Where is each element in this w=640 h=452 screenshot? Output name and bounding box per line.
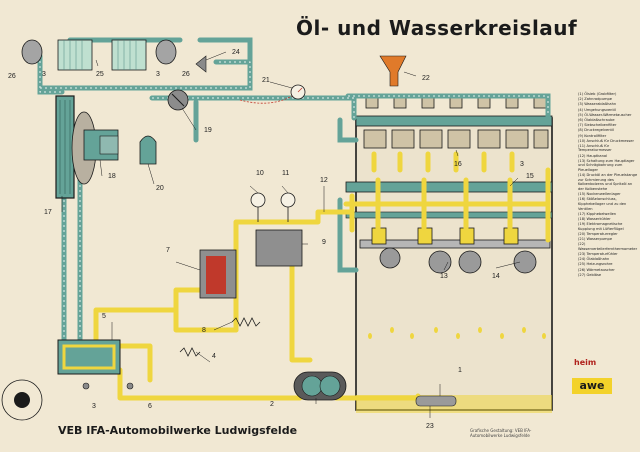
- valve-train: [355, 97, 553, 149]
- manufacturer-footer: VEB IFA-Automobilwerke Ludwigsfelde: [58, 424, 298, 437]
- credit-line: Grafische Gestaltung: VEB IFA-Automobilw…: [470, 428, 532, 438]
- page-title: Öl- und Wasserkreislauf: [296, 16, 578, 40]
- svg-text:26: 26: [8, 73, 16, 80]
- svg-text:14: 14: [492, 273, 500, 280]
- legend-item: (11) Anschluß für Temperaturmesser: [578, 143, 612, 153]
- svg-text:19: 19: [204, 127, 212, 134]
- heat-exchanger: [57, 339, 121, 375]
- heater-cores: [57, 39, 147, 71]
- stamp: [1, 379, 43, 421]
- awe-logo: awe: [572, 378, 612, 394]
- legend-item: (20) Temperaturregler: [578, 231, 618, 236]
- svg-text:2: 2: [270, 401, 274, 408]
- legend-item: (5) Öl-Wasser-Wärmetauscher: [578, 112, 632, 117]
- legend-item: (3) Wasserablaßhahn: [578, 102, 617, 107]
- svg-text:18: 18: [108, 173, 116, 180]
- svg-text:3: 3: [156, 71, 160, 78]
- legend-item: (8) Druckregelventil: [578, 128, 614, 133]
- crankshaft: [359, 227, 551, 274]
- legend-item: (4) Umgehungsventil: [578, 107, 616, 112]
- legend-item: (23) Temperaturfühler: [578, 252, 618, 257]
- svg-text:15: 15: [526, 173, 534, 180]
- heim-logo: heim: [574, 358, 597, 367]
- svg-text:24: 24: [232, 49, 240, 56]
- legend-item: (1) Ölsieb (Grobfilter): [578, 92, 617, 96]
- radiator: [55, 95, 75, 199]
- legend-item: (22) Wasserverteilerfernthermometer: [578, 242, 638, 251]
- legend-item: (14) Drucköl an der Pleuelstange zur Sch…: [578, 173, 638, 191]
- svg-text:6: 6: [148, 403, 152, 410]
- legend-item: (17) Kipphebelwellen: [578, 211, 617, 216]
- svg-text:10: 10: [256, 170, 264, 177]
- legend-item: (15) Nockenwellenlager: [578, 192, 621, 197]
- svg-text:3: 3: [520, 161, 524, 168]
- legend-item: (24) Ölablaßhahn: [578, 257, 610, 262]
- svg-text:5: 5: [102, 313, 106, 320]
- legend-item: (2) Zahnradpumpe: [578, 97, 612, 102]
- svg-text:22: 22: [422, 75, 430, 82]
- diagram-labels: 1 2 3 4 5 6 7 8 9 10 11 12 13 14 15 16 1…: [8, 49, 534, 430]
- control-filter: [255, 229, 303, 267]
- svg-text:8: 8: [202, 327, 206, 334]
- svg-text:26: 26: [182, 71, 190, 78]
- legend-item: (25) Heizungsrohre: [578, 262, 613, 267]
- svg-text:17: 17: [44, 209, 52, 216]
- legend-item: (6) Ölablaßschraube: [578, 117, 615, 122]
- legend-item: (13) Schaltung zum Hauptlager und Schräg…: [578, 158, 635, 173]
- svg-text:21: 21: [262, 77, 270, 84]
- sieve-filter: [199, 249, 237, 299]
- svg-text:16: 16: [454, 161, 462, 168]
- svg-text:12: 12: [320, 177, 328, 184]
- legend-item: (10) Anschluß für Druckmesser: [578, 138, 634, 143]
- legend-item: (21) Wasserpumpe: [578, 237, 613, 242]
- svg-text:20: 20: [156, 185, 164, 192]
- svg-text:4: 4: [212, 353, 216, 360]
- svg-text:13: 13: [440, 273, 448, 280]
- fan: [71, 111, 119, 185]
- legend-item: (27) Gebläse: [578, 272, 602, 277]
- legend: (1) Ölsieb (Grobfilter) (2) Zahnradpumpe…: [578, 92, 638, 278]
- svg-text:3: 3: [92, 403, 96, 410]
- legend-item: (9) Kontrollfilter: [578, 133, 607, 138]
- svg-text:9: 9: [322, 239, 326, 246]
- svg-text:25: 25: [96, 71, 104, 78]
- svg-text:7: 7: [166, 247, 170, 254]
- legend-item: (7) Siebscheibenfilter: [578, 123, 617, 128]
- svg-text:1: 1: [458, 367, 462, 374]
- oil-drops: [368, 327, 546, 339]
- camshaft-gallery: [345, 181, 553, 193]
- legend-item: (12) Hauptkanal: [578, 153, 608, 158]
- thermostat: [139, 135, 157, 165]
- oil-pump: [293, 371, 347, 401]
- legend-item: (18) Wasserkühler: [578, 216, 611, 221]
- svg-text:11: 11: [282, 170, 289, 177]
- svg-text:23: 23: [426, 423, 434, 430]
- legend-item: (19) Elektromagnetische Kupplung mit Lüf…: [578, 222, 624, 231]
- oil-filler: [379, 55, 407, 87]
- legend-item: (26) Wärmetauscher: [578, 267, 615, 272]
- svg-text:3: 3: [42, 71, 46, 78]
- legend-item: (16) Stößelanschluss, Kipphebellager und…: [578, 197, 627, 211]
- blowers: [21, 39, 177, 65]
